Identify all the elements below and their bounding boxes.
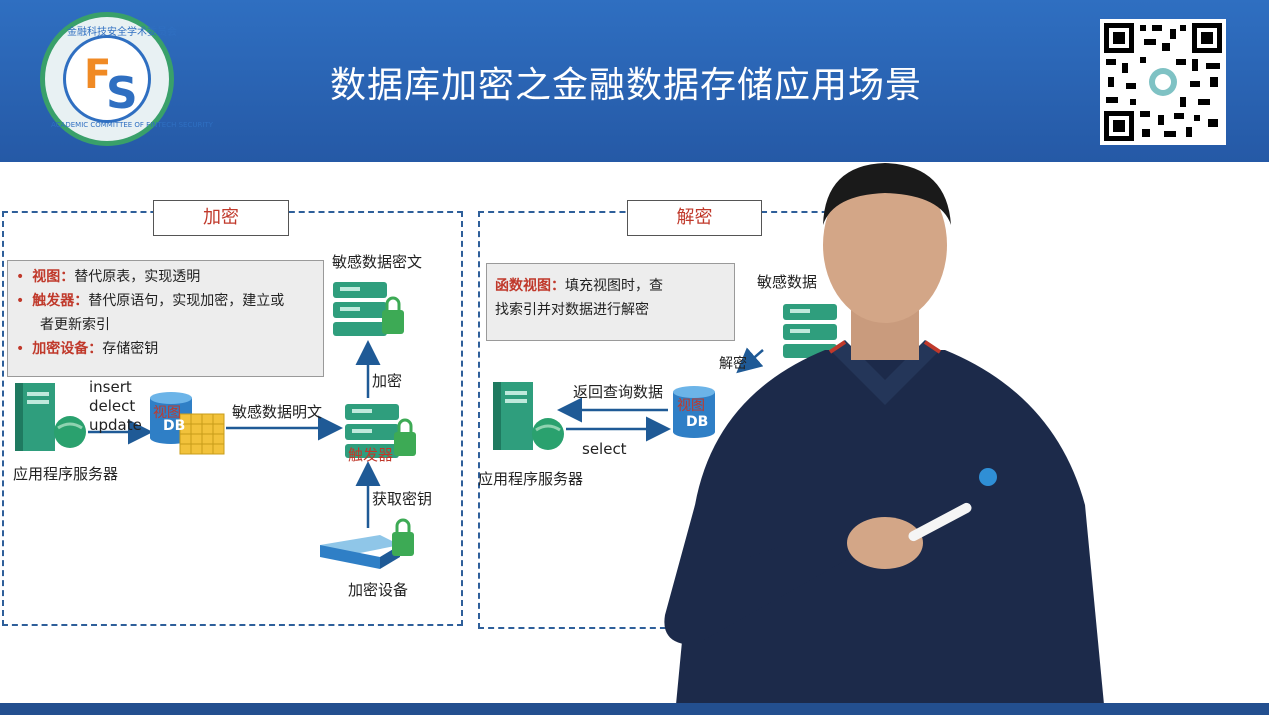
app-server-icon: [15, 383, 86, 451]
decrypt-info-box: 函数视图：填充视图时，查 找索引并对数据进行解密: [486, 263, 735, 341]
encrypt-diagram: [15, 282, 416, 569]
select-label: select: [582, 440, 627, 458]
ciphertext-label: 敏感数据密文: [332, 253, 423, 271]
qr-code-icon: [1100, 19, 1226, 145]
decrypt-arrow-label: 解密: [719, 356, 747, 372]
logo-ring-text-bottom: ACADEMIC COMMITTEE OF FINTECH SECURITY: [51, 121, 213, 129]
sensitive-data-label: 敏感数据: [757, 273, 818, 291]
trigger-label: 触发器: [348, 446, 394, 464]
op-insert: insert: [89, 378, 132, 396]
db-label-right: DB: [686, 414, 709, 430]
list-item: 者更新索引: [40, 317, 110, 333]
view-label: 视图: [153, 405, 181, 421]
list-item: •视图：替代原表，实现透明: [16, 269, 201, 285]
db-label: DB: [163, 418, 186, 434]
ciphertext-server-icon: [333, 282, 404, 336]
fts-logo: 金融科技安全学术委员会 F S ACADEMIC COMMITTEE OF FI…: [40, 12, 213, 146]
decrypt-diagram: [493, 304, 837, 450]
app-server-label: 应用程序服务器: [13, 465, 119, 483]
plaintext-label: 敏感数据明文: [232, 403, 323, 421]
sensitive-data-server-icon: [783, 304, 837, 358]
presenter-video: [664, 163, 1105, 715]
encryption-device-icon: [320, 518, 414, 569]
device-label: 加密设备: [348, 581, 409, 599]
bottom-bar: [0, 703, 1269, 715]
get-key-label: 获取密钥: [372, 490, 433, 508]
op-delect: delect: [89, 397, 136, 415]
app-server-label-right: 应用程序服务器: [478, 470, 584, 488]
database-icon: [150, 392, 225, 455]
encrypt-panel-label: 加密: [153, 200, 289, 236]
op-update: update: [89, 416, 142, 434]
logo-ring-text-top: 金融科技安全学术委员会: [67, 27, 177, 38]
arrow-decrypt: [736, 347, 764, 374]
header-bar: 金融科技安全学术委员会 F S ACADEMIC COMMITTEE OF FI…: [0, 0, 1269, 162]
database-icon-right: [673, 386, 715, 438]
list-item: •触发器：替代原语句，实现加密，建立或: [16, 293, 285, 309]
encrypt-info-box: •视图：替代原表，实现透明 •触发器：替代原语句，实现加密，建立或 者更新索引 …: [7, 260, 324, 377]
logo-emblem: F S: [63, 35, 151, 123]
app-server-icon-right: [493, 382, 564, 450]
view-label-right: 视图: [677, 398, 705, 414]
encrypt-arrow-label: 加密: [372, 372, 403, 390]
return-data-label: 返回查询数据: [573, 383, 664, 401]
slide-title: 数据库加密之金融数据存储应用场景: [330, 65, 923, 106]
list-item: •加密设备：存储密钥: [16, 341, 159, 357]
trigger-server-icon: [345, 404, 416, 458]
decrypt-panel-label: 解密: [627, 200, 762, 236]
